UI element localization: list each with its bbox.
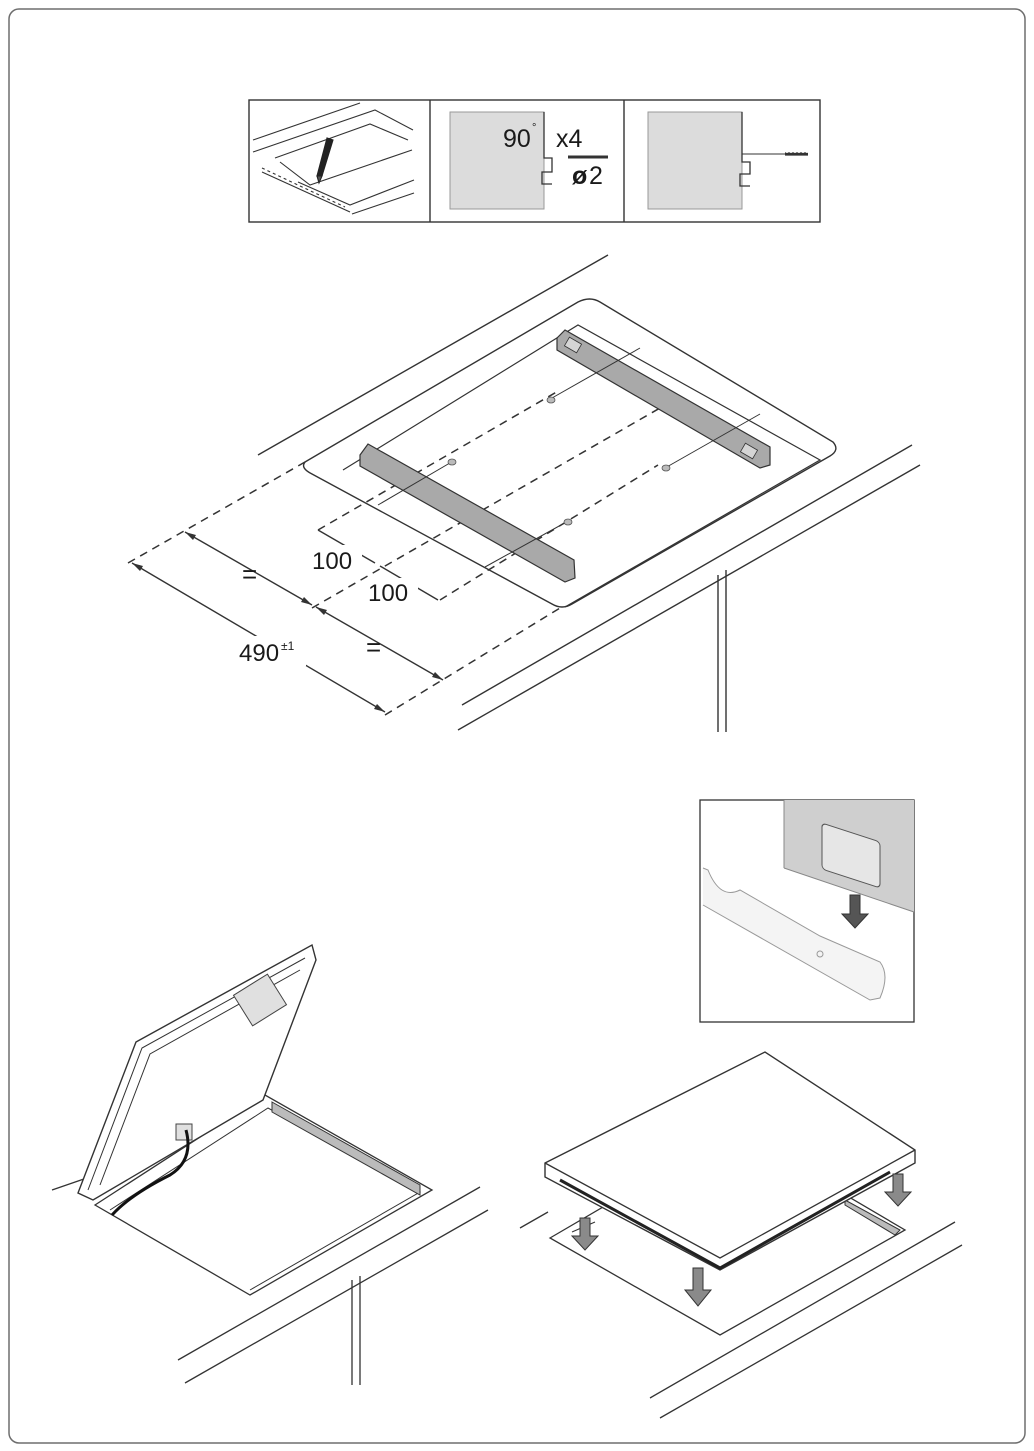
step-screw-clip	[647, 111, 808, 210]
dimension-labels: 100 100 = = 490 ±1	[236, 545, 418, 667]
offset-label-b: 100	[368, 580, 408, 607]
detail-inset	[699, 799, 915, 1023]
down-arrow-icons	[570, 1173, 913, 1307]
angle-label: 90	[503, 125, 531, 153]
step-strip: 90 ° x4 ø 2	[248, 99, 821, 223]
width-label: 490	[239, 640, 279, 667]
diameter-symbol: ø	[572, 162, 588, 190]
equal-label-b: =	[366, 632, 381, 662]
angle-mark: °	[532, 122, 536, 134]
step-drill-pilot-holes: 90 ° x4 ø 2	[449, 111, 608, 210]
screw-icons	[447, 396, 671, 526]
offset-label-a: 100	[312, 548, 352, 575]
screw-guides	[377, 347, 761, 568]
hob-connection-diagram	[51, 943, 489, 1385]
equal-label-a: =	[242, 559, 257, 589]
quantity-label: x4	[556, 125, 583, 153]
tolerance-label: ±1	[281, 639, 295, 653]
pencil-icon	[316, 137, 334, 185]
diameter-value: 2	[589, 162, 603, 190]
hob-insertion-diagram	[519, 1051, 963, 1419]
screw-icon	[568, 154, 608, 159]
down-arrow-icon	[840, 894, 870, 929]
step-mark-cutout	[252, 102, 415, 215]
cutout-dimensions-diagram	[127, 254, 921, 732]
